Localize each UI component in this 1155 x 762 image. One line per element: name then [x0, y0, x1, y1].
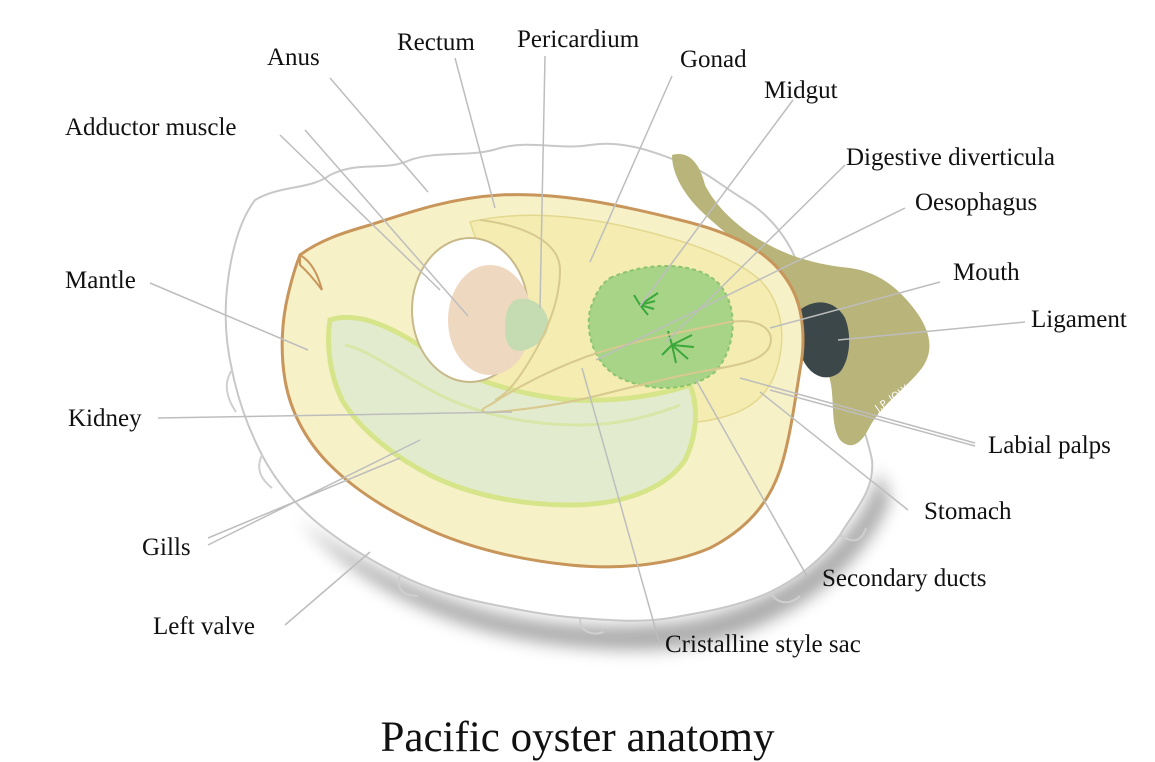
label-labial-palps: Labial palps: [988, 433, 1111, 458]
label-ligament: Ligament: [1031, 307, 1127, 332]
label-mantle: Mantle: [65, 268, 136, 293]
diagram-title: Pacific oyster anatomy: [0, 716, 1155, 759]
label-digestive-diverticula: Digestive diverticula: [846, 145, 1055, 170]
label-mouth: Mouth: [953, 260, 1020, 285]
label-adductor-muscle: Adductor muscle: [65, 115, 236, 140]
label-left-valve: Left valve: [153, 614, 255, 639]
label-oesophagus: Oesophagus: [915, 190, 1037, 215]
label-rectum: Rectum: [397, 30, 475, 55]
label-kidney: Kidney: [68, 406, 142, 431]
label-gonad: Gonad: [680, 47, 747, 72]
label-secondary-ducts: Secondary ducts: [822, 566, 987, 591]
label-gills: Gills: [142, 535, 191, 560]
label-pericardium: Pericardium: [517, 27, 639, 52]
label-cristalline-style-sac: Cristalline style sac: [665, 632, 861, 657]
label-stomach: Stomach: [924, 499, 1012, 524]
label-midgut: Midgut: [764, 78, 838, 103]
label-anus: Anus: [267, 45, 320, 70]
